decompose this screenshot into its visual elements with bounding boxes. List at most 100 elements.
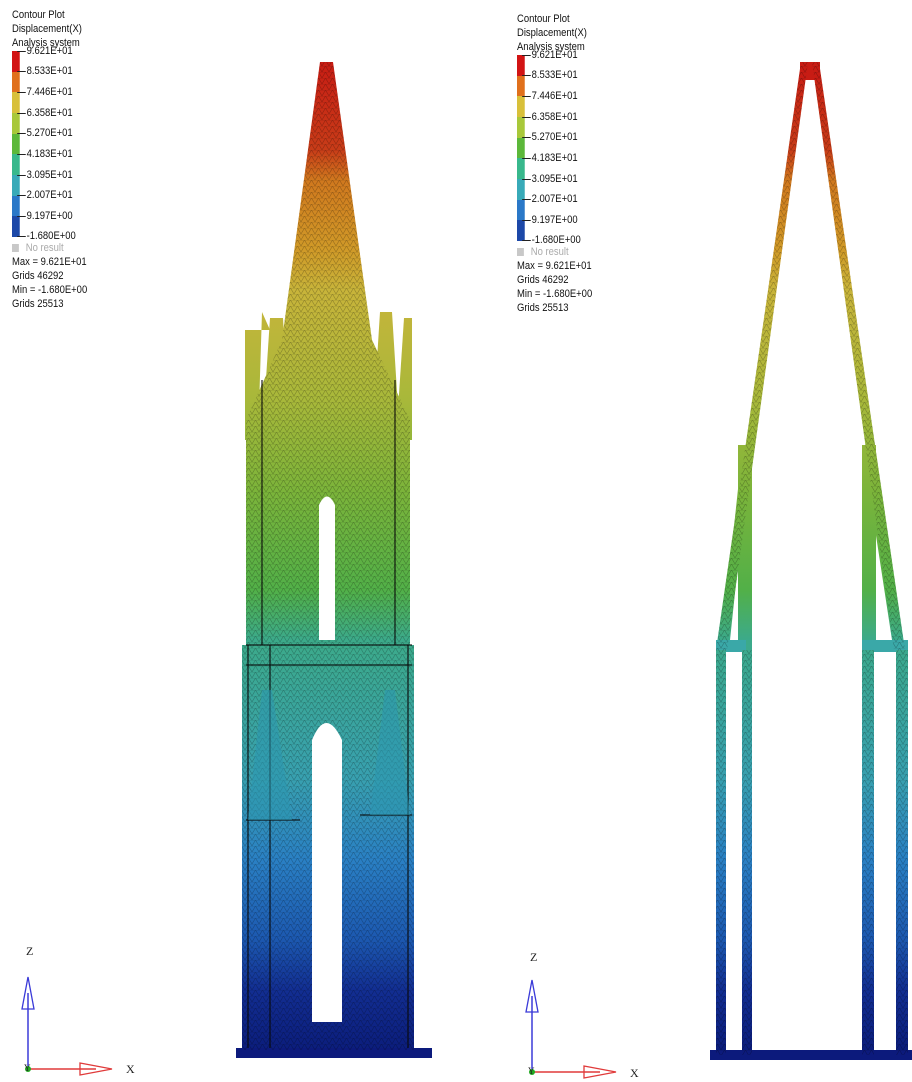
- axis-x-label: X: [630, 1066, 639, 1080]
- band-1: [517, 55, 525, 76]
- tick: [522, 240, 531, 241]
- level-label-10: -1.680E+00: [531, 234, 581, 246]
- band-4: [517, 116, 525, 138]
- tick: [17, 92, 26, 93]
- legend-right: Contour Plot Displacement(X) Analysis sy…: [517, 12, 592, 315]
- min-grid: Grids 25513: [517, 302, 569, 314]
- no-result-entry: No result: [517, 245, 592, 259]
- level-label-2: 8.533E+01: [26, 65, 73, 77]
- level-label-1: 9.621E+01: [26, 45, 73, 57]
- axis-triad-icon-right: [525, 979, 617, 1079]
- tick: [17, 236, 26, 237]
- tower-model-section: [710, 62, 912, 1060]
- band-1: [12, 51, 20, 72]
- min-value: Min = -1.680E+00: [12, 284, 88, 296]
- band-3: [517, 96, 525, 117]
- max-grid: Grids 46292: [517, 274, 569, 286]
- band-7: [12, 174, 20, 196]
- lower-pinnacle-right: [370, 690, 410, 815]
- lower-pinnacle-left: [248, 690, 292, 820]
- band-6: [12, 154, 20, 175]
- section-mesh-overlay: [716, 62, 908, 1055]
- band-8: [12, 195, 20, 217]
- band-5: [12, 133, 20, 155]
- tick: [17, 113, 26, 114]
- level-label-3: 7.446E+01: [531, 90, 578, 102]
- band-9: [12, 216, 20, 237]
- level-label-4: 6.358E+01: [26, 107, 73, 119]
- legend-title-line-2: Displacement(X): [12, 23, 82, 35]
- axis-triad-icon-left: [21, 976, 113, 1076]
- no-result-swatch-icon: [12, 244, 19, 252]
- legend-title-line-2: Displacement(X): [517, 27, 587, 39]
- band-5: [517, 137, 525, 159]
- min-value: Min = -1.680E+00: [517, 288, 593, 300]
- section-base: [710, 1050, 912, 1060]
- color-scale: 9.621E+01 8.533E+01 7.446E+01 6.358E+01 …: [517, 49, 592, 246]
- tick: [17, 133, 26, 134]
- tower-model-full: [236, 62, 432, 1058]
- band-4: [12, 112, 20, 134]
- tick: [522, 199, 531, 200]
- band-8: [517, 199, 525, 221]
- max-value: Max = 9.621E+01: [12, 256, 87, 268]
- level-label-10: -1.680E+00: [26, 230, 76, 242]
- legend-title-line-1: Contour Plot: [517, 13, 570, 25]
- tick: [17, 154, 26, 155]
- tick: [522, 117, 531, 118]
- level-label-7: 3.095E+01: [531, 173, 578, 185]
- tick: [522, 179, 531, 180]
- level-label-7: 3.095E+01: [26, 169, 73, 181]
- axis-y-label: Y: [528, 1066, 535, 1076]
- color-scale: 9.621E+01 8.533E+01 7.446E+01 6.358E+01 …: [12, 45, 87, 242]
- level-label-4: 6.358E+01: [531, 111, 578, 123]
- level-label-5: 5.270E+01: [531, 131, 578, 143]
- pinnacle-left-outer: [245, 312, 270, 440]
- color-bar: [517, 55, 525, 241]
- band-9: [517, 220, 525, 241]
- axis-x-label: X: [126, 1062, 135, 1076]
- tick: [17, 195, 26, 196]
- level-label-9: 9.197E+00: [26, 210, 73, 222]
- level-label-9: 9.197E+00: [531, 214, 578, 226]
- tick: [522, 55, 531, 56]
- max-value: Max = 9.621E+01: [517, 260, 592, 272]
- level-label-6: 4.183E+01: [531, 152, 578, 164]
- axis-y-label: Y: [24, 1063, 31, 1073]
- no-result-swatch-icon: [517, 248, 524, 256]
- band-2: [517, 75, 525, 97]
- no-result-entry: No result: [12, 241, 87, 255]
- level-label-8: 2.007E+01: [531, 193, 578, 205]
- tick: [522, 220, 531, 221]
- tick: [522, 96, 531, 97]
- no-result-label: No result: [530, 246, 569, 258]
- tick: [522, 75, 531, 76]
- band-7: [517, 178, 525, 200]
- axis-z-label: Z: [26, 944, 34, 958]
- legend-title-line-1: Contour Plot: [12, 9, 65, 21]
- tick: [17, 51, 26, 52]
- legend-title-line-3: Analysis system: [12, 37, 80, 49]
- level-label-8: 2.007E+01: [26, 189, 73, 201]
- color-bar: [12, 51, 20, 237]
- legend-left: Contour Plot Displacement(X) Analysis sy…: [12, 8, 87, 311]
- max-grid: Grids 46292: [12, 270, 64, 282]
- band-2: [12, 71, 20, 93]
- tower-base: [236, 1048, 432, 1058]
- level-label-2: 8.533E+01: [531, 69, 578, 81]
- arch-opening: [312, 723, 342, 1022]
- band-3: [12, 92, 20, 113]
- level-label-5: 5.270E+01: [26, 127, 73, 139]
- tick: [522, 158, 531, 159]
- legend-title-line-3: Analysis system: [517, 41, 585, 53]
- level-label-1: 9.621E+01: [531, 49, 578, 61]
- belfry-opening: [319, 496, 335, 640]
- tick: [17, 216, 26, 217]
- level-label-3: 7.446E+01: [26, 86, 73, 98]
- tick: [522, 137, 531, 138]
- band-6: [517, 158, 525, 179]
- axis-z-label: Z: [530, 950, 538, 964]
- tick: [17, 175, 26, 176]
- min-grid: Grids 25513: [12, 298, 64, 310]
